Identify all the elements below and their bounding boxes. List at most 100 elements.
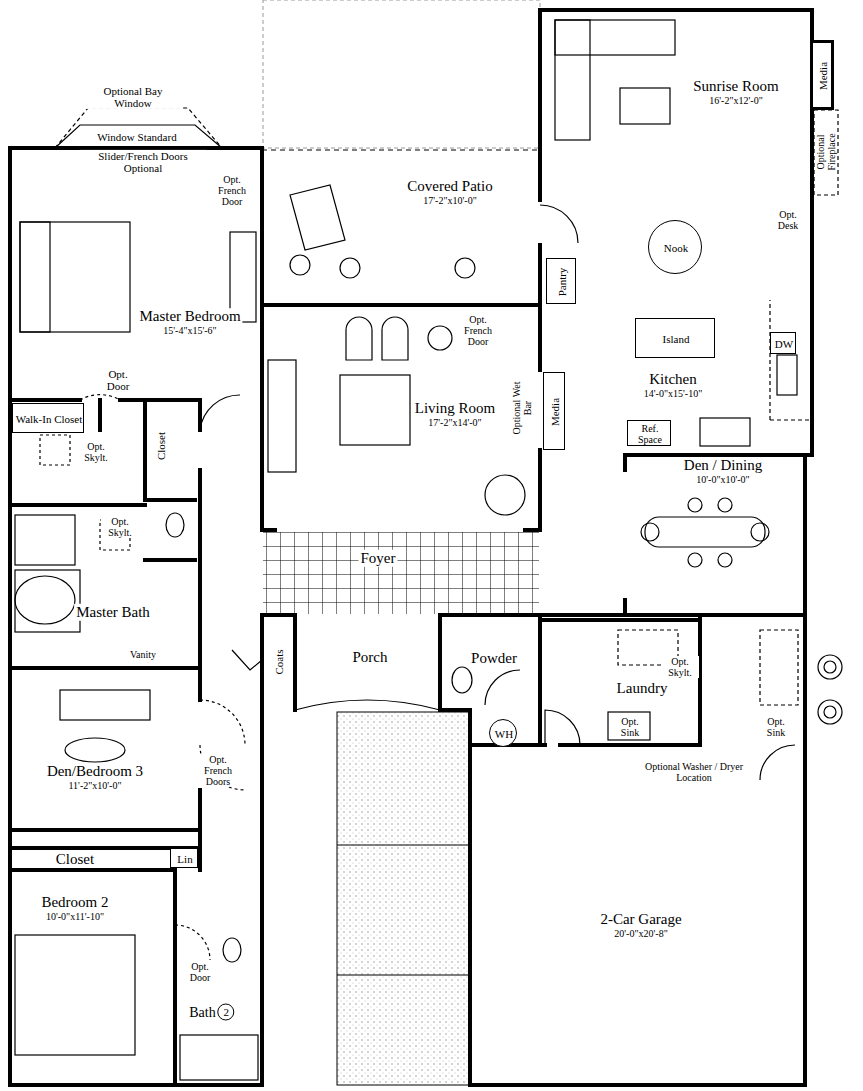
plan-note: Optional Wet Bar — [511, 372, 533, 444]
plan-note: Opt. French Door — [454, 314, 502, 347]
text-group: Sunrise Room16'-2"x12'-0" — [691, 78, 780, 106]
text-group: Kitchen14'-0"x15'-10" — [642, 371, 704, 399]
room-dimension: 17'-2"x14'-0" — [415, 417, 495, 428]
fixture-box: Pantry — [546, 258, 576, 304]
room-name: Covered Patio — [407, 178, 492, 195]
text-group: Lin — [173, 853, 197, 865]
text-group: Island — [638, 333, 714, 345]
plan-note: Opt. Door — [183, 961, 217, 983]
text-group: Living Room17'-2"x14'-0" — [413, 400, 497, 428]
room-name: Kitchen — [644, 371, 702, 388]
plan-note: Opt. Skylt. — [101, 516, 139, 538]
room-name: Pantry — [556, 268, 568, 297]
plan-note: Opt. Sink — [759, 716, 793, 738]
fixture-box: Closet — [150, 403, 172, 490]
room-name: DW — [773, 338, 795, 350]
text-group: Foyer — [359, 550, 398, 567]
room-name: Coats — [273, 649, 285, 674]
room-name: 2-Car Garage — [600, 911, 681, 928]
text-group: Walk-In Closet — [15, 413, 83, 425]
room-dimension: 14'-0"x15'-10" — [644, 388, 702, 399]
room: Covered Patio17'-2"x10'-0" — [262, 150, 540, 305]
plan-note: Opt. French Door — [209, 174, 255, 207]
text-group: Media — [549, 398, 561, 426]
text-group: Master Bedroom15'-4"x15'-6" — [137, 308, 242, 336]
plan-note: Opt. Sink — [614, 716, 646, 738]
text-group: Closet — [155, 432, 167, 460]
room-name: Bath — [189, 1004, 215, 1019]
fixture-box: Media — [543, 372, 565, 450]
room-name: Master Bath — [76, 604, 150, 621]
fixture-box: Bath2 — [175, 900, 262, 1085]
room: Porch — [298, 620, 438, 708]
room-name: WH — [495, 728, 513, 740]
plan-note: Opt. French Doors — [194, 754, 242, 787]
plan-note: Slider/French Doors Optional — [80, 150, 207, 174]
plan-note: Optional Washer / Dryer Location — [633, 761, 755, 783]
room-name: Living Room — [415, 400, 495, 417]
room: Den/Bedroom 311'-2"x10'-0" — [10, 668, 200, 828]
room-name: Master Bedroom — [139, 308, 240, 325]
room-name: Bedroom 2 — [41, 894, 108, 911]
room-dimension: 10'-0"x10'-0" — [684, 474, 762, 485]
room-dimension: 16'-2"x12'-0" — [693, 95, 778, 106]
round-fixture: WH — [489, 719, 517, 747]
room-name: Foyer — [361, 550, 396, 567]
room-name: Closet — [155, 432, 167, 460]
text-group: Bedroom 210'-0"x11'-10" — [39, 894, 110, 922]
fixture-box: Coats — [264, 620, 294, 705]
text-group: Closet — [54, 851, 96, 868]
text-group: Laundry — [615, 680, 670, 697]
room-name: Walk-In Closet — [15, 413, 83, 425]
room-name: Den / Dining — [684, 457, 762, 474]
room-name: Media — [549, 398, 561, 426]
room: Powder — [440, 620, 540, 705]
room-dimension: 10'-0"x11'-10" — [41, 911, 108, 922]
room-name: Island — [638, 333, 714, 345]
text-group: Media — [817, 62, 829, 90]
room-dimension: 11'-2"x10'-0" — [47, 780, 143, 791]
text-group: Pantry — [556, 268, 568, 297]
fixture-box: Island — [635, 318, 715, 358]
text-group: 2-Car Garage20'-0"x20'-8" — [598, 911, 683, 939]
text-group: Den/Bedroom 311'-2"x10'-0" — [45, 763, 145, 791]
circled-number: 2 — [218, 1004, 235, 1021]
plan-note: Opt. Skylt. — [77, 441, 115, 463]
room: 2-Car Garage20'-0"x20'-8" — [470, 745, 805, 1085]
round-fixture: Nook — [648, 220, 702, 274]
room: Bedroom 210'-0"x11'-10" — [10, 870, 175, 1085]
text-group: Porch — [351, 649, 390, 666]
room: Sunrise Room16'-2"x12'-0" — [540, 10, 812, 200]
text-group: Ref. Space — [630, 423, 670, 445]
text-group: WH — [495, 728, 513, 740]
fixture-box: Media — [812, 42, 832, 108]
plan-note: Optional Bay Window — [85, 85, 182, 109]
room: Kitchen14'-0"x15'-10" — [580, 360, 770, 420]
room-name: Media — [817, 62, 829, 90]
plan-note: Optional Fireplace — [815, 132, 837, 171]
text-group: Coats — [273, 649, 285, 674]
fixture-box: Lin — [170, 848, 198, 868]
room-name: Powder — [471, 650, 517, 667]
room-name: Lin — [173, 853, 197, 865]
room-name: Den/Bedroom 3 — [47, 763, 143, 780]
room-dimension: 17'-2"x10'-0" — [407, 195, 492, 206]
room-name: Laundry — [617, 680, 668, 697]
room-dimension: 15'-4"x15'-6" — [139, 325, 240, 336]
text-group: Nook — [664, 242, 688, 254]
room-name: Porch — [353, 649, 388, 666]
text-group: Covered Patio17'-2"x10'-0" — [405, 178, 494, 206]
plan-note: Opt. Desk — [772, 209, 804, 231]
fixture-box: DW — [770, 332, 796, 354]
text-group: DW — [773, 338, 795, 350]
room: Closet — [12, 850, 162, 868]
text-group: Powder — [469, 650, 519, 667]
room-name: Sunrise Room — [693, 78, 778, 95]
plan-note: Window Standard — [96, 131, 177, 143]
room-name: Ref. Space — [630, 423, 670, 445]
room: Foyer — [262, 532, 540, 615]
plan-note: Vanity — [129, 649, 157, 660]
text-group: Bath2 — [189, 1004, 234, 1021]
room: Den / Dining10'-0"x10'-0" — [625, 455, 805, 615]
